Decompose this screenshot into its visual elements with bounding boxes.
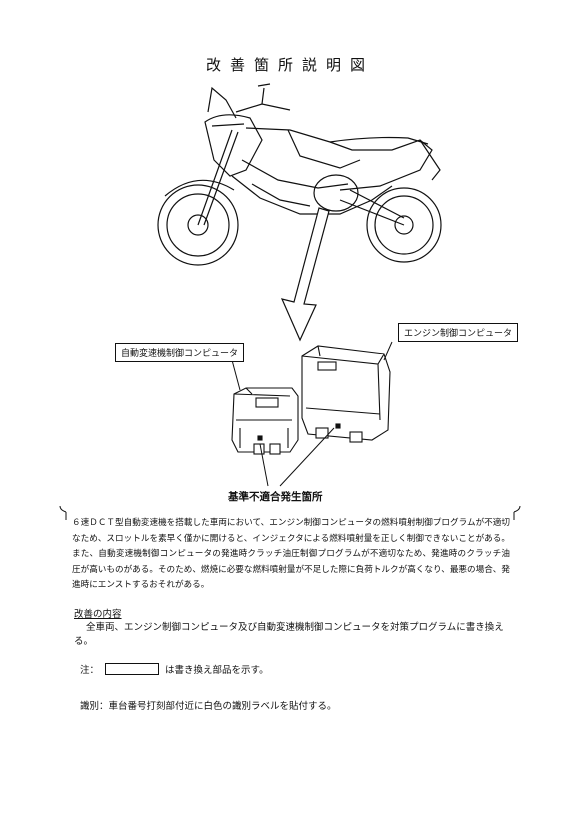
leader-lines: [231, 341, 393, 487]
defect-description: ６速ＤＣＴ型自動変速機を搭載した車両において、エンジン制御コンピュータの燃料噴射…: [72, 518, 510, 591]
identification-note: 識別：車台番号打刻部付近に白色の識別ラベルを貼付する。: [80, 701, 337, 712]
page-title: 改善箇所説明図: [205, 56, 374, 74]
issue-location-label: 基準不適合発生箇所: [228, 491, 323, 503]
description-frame: [59, 505, 521, 520]
pointer-arrow-icon: [280, 207, 330, 342]
label-engine-computer: エンジン制御コンピュータ: [398, 323, 519, 342]
note-prefix: 注：: [80, 665, 100, 676]
label-at-computer: 自動変速機制御コンピュータ: [115, 343, 245, 362]
improvement-heading: 改善の内容: [74, 609, 122, 620]
note-suffix: は書き換え部品を示す。: [165, 665, 269, 676]
rewrite-part-legend-box: [105, 663, 160, 675]
at-computer-illustration: [231, 387, 299, 455]
note: 注： は書き換え部品を示す。: [80, 662, 269, 676]
motorcycle-illustration: [157, 83, 442, 266]
engine-computer-illustration: [301, 345, 391, 443]
motorcycle-diagram: [59, 83, 521, 520]
improvement-body: 全車両、エンジン制御コンピュータ及び自動変速機制御コンピュータを対策プログラムに…: [74, 622, 504, 647]
